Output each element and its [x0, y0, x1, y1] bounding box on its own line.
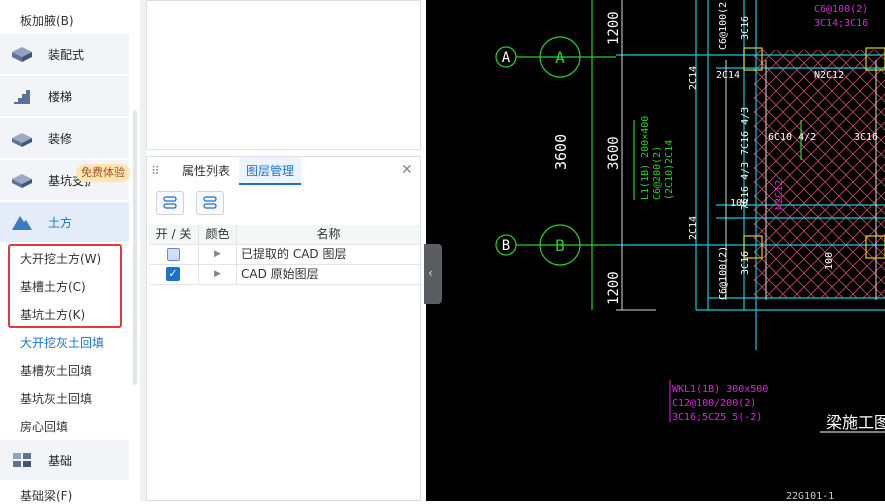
layers-icon — [203, 196, 217, 209]
dim-1200-top: 1200 — [606, 11, 622, 45]
nav-item-open-excavation[interactable]: 大开挖土方(W) — [20, 252, 102, 266]
decoration-icon — [12, 133, 32, 147]
left-navigation: 板加腋(B) 装配式 楼梯 装修 基坑支护 土方 大开挖土方(W) 基槽土方(C… — [0, 0, 140, 503]
nav-category-label: 装配式 — [48, 48, 85, 62]
rebar-label-3c16-h: 3C16 — [854, 132, 878, 143]
dim-100-right: 100 — [824, 252, 835, 270]
table-row[interactable]: ▶ 已提取的 CAD 图层 — [149, 245, 420, 265]
rebar-label-2c14-h: 2C14 — [716, 70, 740, 81]
layers-icon — [163, 196, 177, 209]
column-header-name: 名称 — [316, 227, 341, 241]
nav-category-label: 土方 — [48, 216, 73, 230]
drawing-title: 梁施工图 — [826, 413, 885, 432]
axis-label-b: B — [502, 238, 510, 254]
nav-category-decoration[interactable]: 装修 — [0, 118, 129, 158]
toggle-cell — [149, 245, 199, 264]
nav-category-label: 基础 — [48, 454, 73, 468]
nav-category-label: 装修 — [48, 132, 73, 146]
highlight-box — [8, 244, 122, 328]
wkl-label-3: 3C16;5C25 5(-2) — [672, 412, 762, 423]
nav-item-open-lime-backfill[interactable]: 大开挖灰土回填 — [20, 336, 105, 350]
wkl-label-1: WKL1(1B) 300x500 — [672, 384, 768, 395]
rebar-label-7c16: 7C16 4/3 — [740, 107, 751, 155]
top-pane — [146, 0, 421, 150]
nav-scrollbar[interactable] — [133, 110, 137, 385]
beam-label-1: L1(1B) 200×400 — [640, 116, 651, 200]
nav-item-pit-earthwork[interactable]: 基坑土方(K) — [20, 308, 86, 322]
free-trial-badge[interactable]: 免费体验 — [76, 164, 130, 182]
table-row[interactable]: ✓ ▶ CAD 原始图层 — [149, 265, 420, 285]
column-header-toggle: 开 / 关 — [149, 225, 199, 244]
nav-item-slab-haunch[interactable]: 板加腋(B) — [20, 14, 74, 28]
axis-label-a: A — [502, 50, 511, 66]
nav-item-room-backfill[interactable]: 房心回填 — [20, 420, 69, 434]
rebar-label-2c14: 2C14 — [688, 66, 699, 90]
drag-handle-icon[interactable]: ⠿ — [151, 164, 160, 178]
wkl-label-2: C12@100/200(2) — [672, 398, 756, 409]
beam-label-3: (2C10)2C14 — [664, 140, 675, 200]
layer-checkbox-unchecked[interactable] — [167, 248, 180, 261]
dim-3600-outer: 3600 — [552, 134, 570, 170]
rebar-label-c6-top: C6@100(2) — [718, 0, 729, 50]
close-icon[interactable]: ✕ — [401, 162, 413, 178]
cad-drawing[interactable]: A B A B 1200 3600 3600 1200 L1(1B) 200×4… — [426, 0, 885, 501]
panel-separator — [140, 0, 146, 501]
rebar-label-2c14-lower: 2C14 — [688, 216, 699, 240]
layer-name: CAD 原始图层 — [241, 267, 319, 281]
nav-item-pit-lime-backfill[interactable]: 基坑灰土回填 — [20, 392, 93, 406]
dim-3600-inner: 3600 — [606, 136, 622, 170]
stairs-icon — [14, 90, 30, 104]
nav-category-stairs[interactable]: 楼梯 — [0, 76, 129, 116]
tab-properties[interactable]: 属性列表 — [181, 164, 230, 178]
nav-item-trench-lime-backfill[interactable]: 基槽灰土回填 — [20, 364, 93, 378]
nav-category-earthwork[interactable]: 土方 — [0, 202, 129, 242]
layer-name: 已提取的 CAD 图层 — [241, 247, 347, 261]
rebar-label-n2c12: N2C12 — [814, 70, 844, 81]
chevron-left-icon: ‹ — [428, 266, 433, 280]
prefab-icon — [12, 47, 32, 62]
rebar-label-6c10: 6C10 4/2 — [768, 132, 816, 143]
collapse-panel-handle[interactable]: ‹ — [424, 244, 442, 304]
tab-layer-management[interactable]: 图层管理 — [239, 157, 301, 185]
rebar-label-c6-bottom: C6@100(2) — [718, 246, 729, 300]
axis-bubble-b: B — [555, 236, 565, 255]
foundation-icon — [13, 453, 31, 467]
nav-category-prefab[interactable]: 装配式 — [0, 34, 129, 74]
table-header: 开 / 关 颜色 名称 — [149, 225, 420, 245]
layer-filter-button[interactable] — [196, 191, 224, 215]
layer-panel: ⠿ 属性列表 图层管理 ✕ 开 / 关 颜色 名称 ▶ 已提取的 CAD 图层 … — [146, 156, 421, 501]
layer-toggle-button[interactable] — [156, 191, 184, 215]
hatch-region — [754, 50, 885, 298]
rebar-label-7c16-lower: 7C16 4/3 — [740, 162, 751, 210]
column-header-color: 颜色 — [199, 225, 237, 244]
earthwork-icon — [12, 216, 32, 230]
rebar-label-3c16-lower: 3C16 — [740, 251, 751, 275]
beam-label-2: C6@200(2) — [652, 146, 663, 200]
magenta-label-n2c12: N2C12 — [774, 180, 785, 210]
cad-canvas[interactable]: A B A B 1200 3600 3600 1200 L1(1B) 200×4… — [426, 0, 885, 501]
expand-arrow-icon[interactable]: ▶ — [199, 245, 237, 264]
dim-100-left: 100 — [730, 198, 748, 209]
standard-reference: 22G101-1 — [786, 491, 834, 501]
nav-item-trench-earthwork[interactable]: 基槽土方(C) — [20, 280, 86, 294]
magenta-label-3c14: 3C14;3C16 — [814, 18, 868, 29]
nav-category-label: 楼梯 — [48, 90, 73, 104]
magenta-label-c6: C6@100(2) — [814, 4, 868, 15]
dim-1200-bottom: 1200 — [606, 271, 622, 305]
rebar-label-3c16: 3C16 — [740, 16, 751, 40]
toggle-cell: ✓ — [149, 265, 199, 284]
axis-bubble-a: A — [555, 48, 565, 67]
foundation-pit-icon — [12, 174, 32, 188]
layer-checkbox-checked[interactable]: ✓ — [166, 267, 180, 281]
nav-category-foundation[interactable]: 基础 — [0, 440, 129, 480]
expand-arrow-icon[interactable]: ▶ — [199, 265, 237, 284]
nav-item-foundation-beam[interactable]: 基础梁(F) — [20, 489, 73, 503]
